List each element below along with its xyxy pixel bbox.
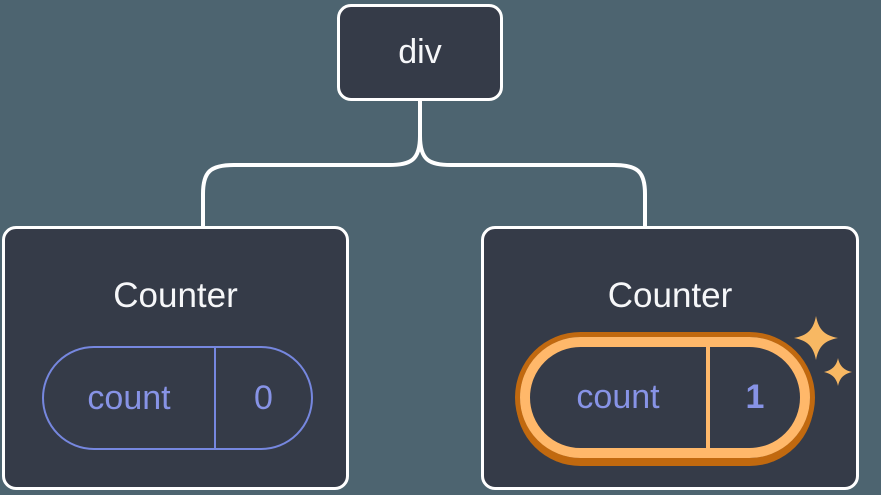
sparkles-icon [794, 316, 852, 386]
tree-node-counter-left: Counter count 0 [2, 226, 349, 490]
connector-branch-left [201, 134, 422, 230]
sparkle-small-icon [824, 358, 852, 386]
tree-node-div: div [337, 4, 503, 101]
tree-node-counter-right: Counter count 1 [481, 226, 859, 490]
counter-title: Counter [113, 276, 238, 315]
state-value: 1 [745, 378, 765, 416]
state-value: 0 [254, 378, 273, 417]
connector-branch-right [418, 134, 647, 230]
state-pill: count 0 [42, 346, 313, 450]
sparkle-large-icon [794, 316, 838, 360]
div-node-label: div [398, 33, 442, 71]
state-pill-highlighted: count 1 [520, 337, 810, 458]
counter-title: Counter [607, 276, 733, 315]
state-key-label: count [530, 347, 710, 448]
state-key-label: count [44, 348, 216, 448]
